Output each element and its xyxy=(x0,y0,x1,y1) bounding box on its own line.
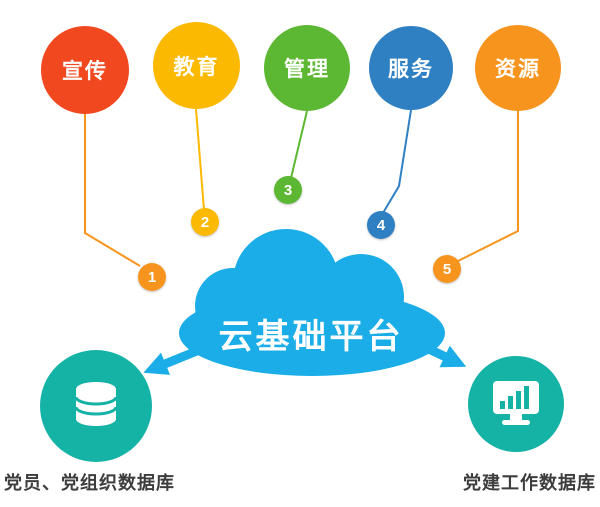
number-badge-3: 3 xyxy=(274,176,302,204)
number-badge-5: 5 xyxy=(433,255,461,283)
database-icon xyxy=(74,382,118,426)
number-badge-2: 2 xyxy=(191,208,219,236)
arrow-left xyxy=(143,339,219,375)
node-circle-5: 资源 xyxy=(475,25,561,111)
monitor-chart-icon xyxy=(493,381,539,425)
node-circle-4: 服务 xyxy=(369,26,453,110)
node-circle-2: 教育 xyxy=(153,22,240,109)
node-circle-1: 宣传 xyxy=(41,26,129,114)
cloud-platform-label: 云基础平台 xyxy=(218,318,404,356)
connector-line-3 xyxy=(290,110,308,179)
node-label-4: 服务 xyxy=(388,58,434,81)
connector-line-1 xyxy=(84,114,141,267)
right-database-label: 党建工作数据库 xyxy=(463,473,596,493)
number-badge-1: 1 xyxy=(138,263,166,291)
connector-line-2 xyxy=(195,108,205,211)
number-badge-4: 4 xyxy=(367,211,395,239)
left-database-label: 党员、党组织数据库 xyxy=(4,473,175,493)
node-label-1: 宣传 xyxy=(62,60,108,83)
node-label-2: 教育 xyxy=(173,55,220,79)
node-circle-3: 管理 xyxy=(264,25,350,111)
cloud-shape xyxy=(179,229,445,376)
connector-line-5 xyxy=(457,111,519,262)
node-label-3: 管理 xyxy=(284,58,330,81)
connector-line-4 xyxy=(382,109,412,214)
arrow-right xyxy=(407,336,467,368)
node-label-5: 资源 xyxy=(495,58,541,81)
